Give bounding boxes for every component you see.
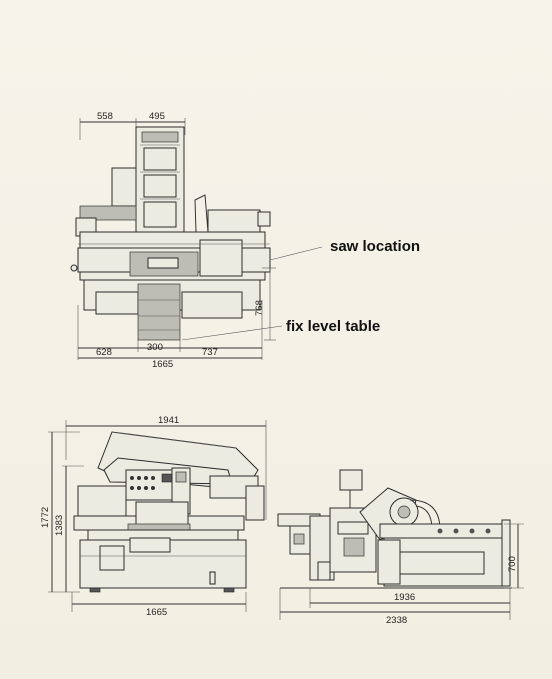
dim-front-base-width: 1665 <box>146 607 167 618</box>
dim-top-right: 495 <box>149 111 165 122</box>
dim-top-left: 558 <box>97 111 113 122</box>
dim-side-height-right: 700 <box>507 556 518 572</box>
dim-height-right: 768 <box>254 300 265 316</box>
side-view: 700 1936 2338 <box>277 469 524 626</box>
dim-bottom-left: 628 <box>96 347 112 358</box>
dim-front-top-width: 1941 <box>158 415 179 426</box>
dim-side-length-inner: 1936 <box>394 592 415 603</box>
dim-bottom-mid: 300 <box>147 342 163 353</box>
dim-front-height-total: 1772 <box>40 507 51 528</box>
top-view: 558 495 <box>70 111 323 370</box>
saw-location-label: saw location <box>330 238 421 255</box>
dim-side-length-total: 2338 <box>386 615 407 626</box>
dim-overall: 1665 <box>152 359 173 370</box>
front-view: 1941 1772 1383 <box>40 415 267 618</box>
dim-front-height-inner: 1383 <box>54 515 65 536</box>
fix-level-table-label: fix level table <box>286 318 381 335</box>
dim-bottom-right: 737 <box>202 347 218 358</box>
